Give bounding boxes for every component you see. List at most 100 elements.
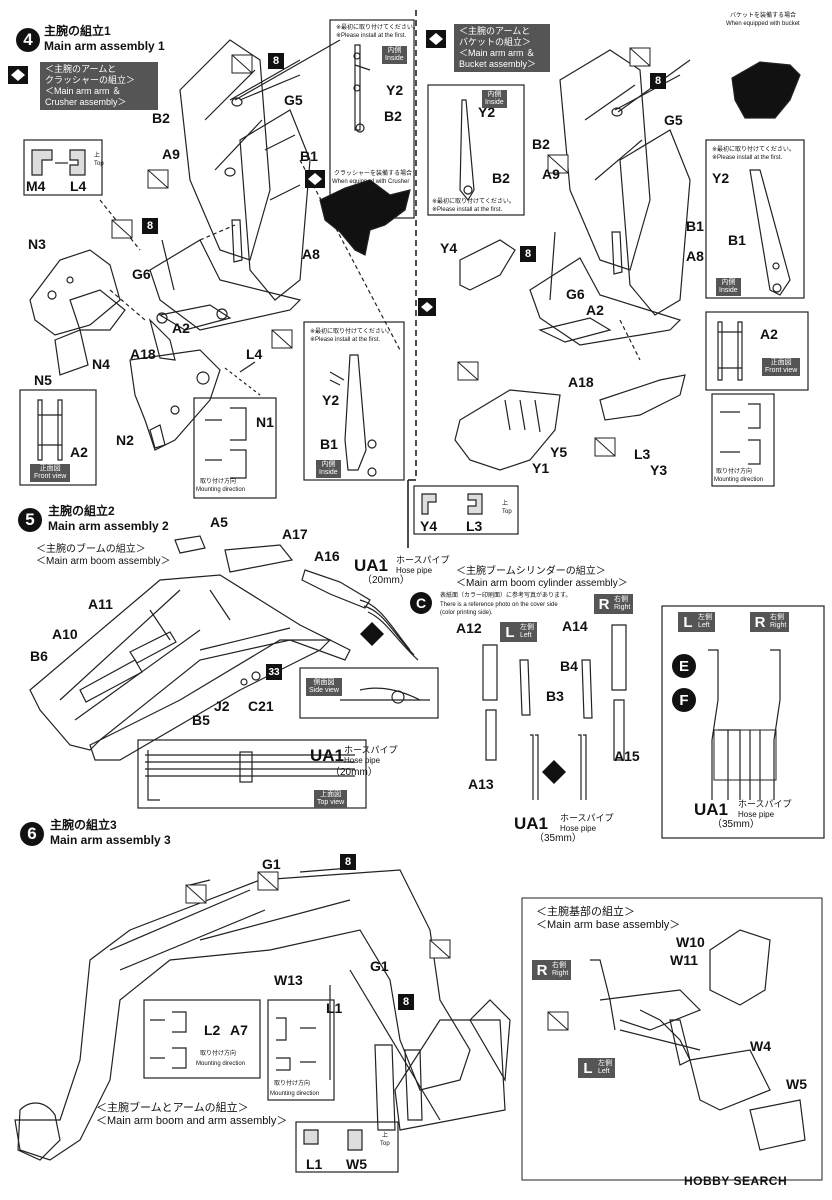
part-label: C21 (248, 698, 274, 714)
part-label: G1 (370, 958, 389, 974)
qty-8-badge: 8 (520, 246, 536, 262)
cover-note-en: (color printing side). (440, 610, 493, 616)
crusher-tag-line1: ＜主腕のアームと (45, 64, 117, 74)
hose-label-en: Hose pipe (344, 756, 381, 765)
part-label: A2 (70, 444, 88, 460)
part-label: B1 (300, 148, 318, 164)
first-install-note-jp: ※最初に取り付けてください。 (432, 199, 515, 205)
part-label: A5 (210, 514, 228, 530)
part-label: L2 (204, 1022, 221, 1038)
part-label: A13 (468, 776, 494, 792)
part-label: Y5 (550, 444, 568, 460)
bucket-tag-line1: ＜主腕のアームと (459, 26, 531, 36)
top-label-jp: 上 (382, 1133, 389, 1139)
hose-length-20: （20mm） (362, 575, 410, 586)
part-label: B4 (560, 658, 578, 674)
left-letter: L (578, 1058, 598, 1078)
inside-tag-jp: 内側 (321, 461, 336, 468)
part-label: G5 (664, 112, 683, 128)
part-label: B1 (728, 232, 746, 248)
first-install-note-jp: ※最初に取り付けてください。 (310, 329, 393, 335)
hose-length-35: （35mm） (712, 819, 760, 830)
step-4-number: 4 (16, 28, 40, 52)
part-label: B5 (192, 712, 210, 728)
part-e-marker: E (672, 654, 696, 678)
left-en: Left (598, 1068, 610, 1075)
boom-assembly-tag-en: ＜Main arm boom assembly＞ (36, 556, 171, 567)
qty-8-badge: 8 (650, 73, 666, 89)
hose-label-jp: ホースパイプ (738, 799, 792, 809)
part-label: B2 (152, 110, 170, 126)
mounting-direction-en: Mounting direction (196, 1061, 246, 1067)
part-c-marker: C (410, 592, 432, 614)
right-letter: R (532, 960, 552, 980)
part-label: L1 (326, 1000, 343, 1016)
inside-tag-en: Inside (385, 55, 404, 62)
left-letter: L (500, 622, 520, 642)
part-label: Y4 (420, 518, 438, 534)
inside-tag-jp: 内側 (487, 91, 502, 98)
boom-arm-assembly-tag-en: ＜Main arm boom and arm assembly＞ (96, 1115, 288, 1127)
left-en: Left (698, 622, 710, 629)
part-label: A15 (614, 748, 640, 764)
left-jp: 左側 (698, 614, 712, 621)
inside-tag-jp: 内側 (387, 47, 402, 54)
cover-note-jp: 表紙面（カラー印刷面）に参考写真があります。 (440, 593, 572, 599)
inside-tag-jp: 内側 (721, 279, 736, 286)
part-label: L4 (70, 178, 87, 194)
qty-8-badge: 8 (398, 994, 414, 1010)
base-assembly-tag-jp: ＜主腕基部の組立＞ (536, 906, 635, 918)
base-assembly-tag-en: ＜Main arm base assembly＞ (536, 919, 681, 931)
step-6-title-jp: 主腕の組立3 (50, 818, 117, 832)
hose-label-en: Hose pipe (738, 810, 775, 819)
mounting-direction-en: Mounting direction (196, 487, 246, 493)
first-install-note-en: ※Please install at the first. (336, 33, 407, 39)
bucket-tag-line3: ＜Main arm arm ＆ (459, 48, 536, 58)
part-label: Y4 (440, 240, 458, 256)
right-en: Right (614, 604, 631, 611)
hose-label-en: Hose pipe (396, 566, 433, 575)
right-jp: 右側 (552, 962, 566, 969)
part-label: A8 (686, 248, 704, 264)
right-en: Right (552, 970, 569, 977)
step-4-title-en: Main arm assembly 1 (44, 39, 165, 53)
bucket-note-en: When equipped with bucket (726, 21, 800, 27)
part-label: A18 (130, 346, 156, 362)
part-label: A14 (562, 618, 588, 634)
part-label: A7 (230, 1022, 248, 1038)
qty-8-badge: 8 (268, 53, 284, 69)
part-f-marker: F (672, 688, 696, 712)
crusher-note-jp: クラッシャーを装備する場合 (334, 171, 413, 177)
bucket-note-jp: バケットを装備する場合 (730, 13, 797, 19)
side-view-jp: 側面図 (313, 679, 335, 686)
part-label: UA1 (514, 814, 549, 833)
mounting-direction-en: Mounting direction (714, 477, 764, 483)
left-letter: L (678, 612, 698, 632)
step-5-number: 5 (18, 508, 42, 532)
first-install-note-jp: ※最初に取り付けてください。 (336, 25, 419, 31)
part-label: Y2 (386, 82, 404, 98)
top-label-en: Top (94, 161, 104, 167)
crusher-tag-line3: ＜Main arm arm ＆ (45, 86, 122, 96)
right-jp: 右側 (614, 596, 628, 603)
part-label: G6 (132, 266, 151, 282)
part-label: N5 (34, 372, 52, 388)
part-label: W11 (670, 952, 699, 968)
left-jp: 左側 (520, 624, 534, 631)
step-6-title-en: Main arm assembly 3 (50, 833, 171, 847)
first-install-note-en: ※Please install at the first. (432, 207, 503, 213)
part-label: B1 (320, 436, 338, 452)
step-6-number: 6 (20, 822, 44, 846)
part-label: W5 (346, 1156, 367, 1172)
